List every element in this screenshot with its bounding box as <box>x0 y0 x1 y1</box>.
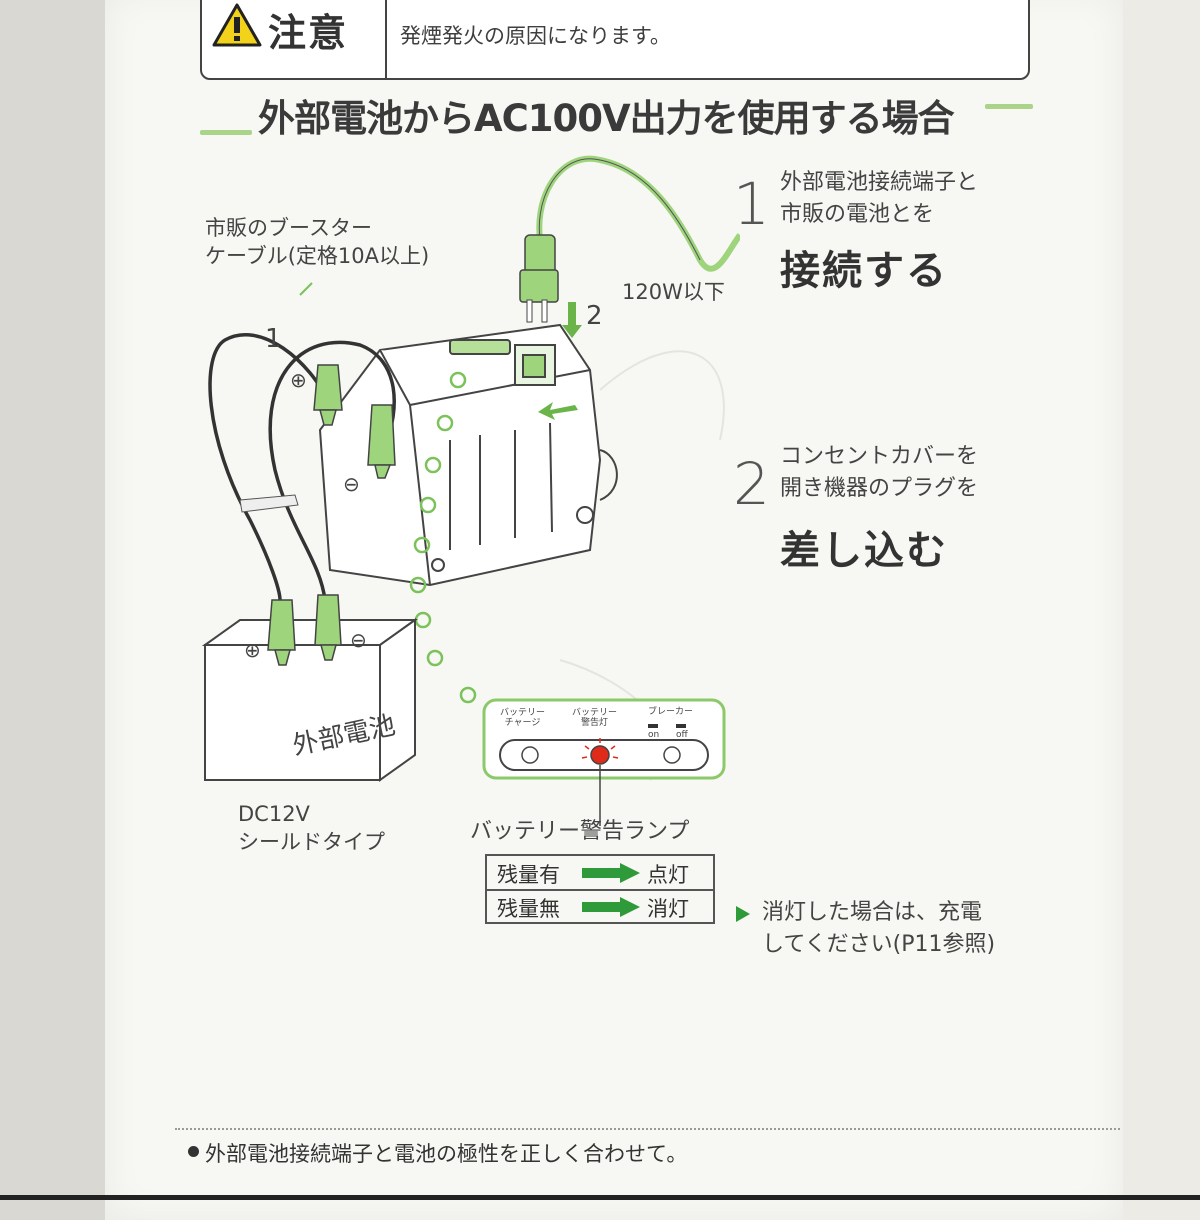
step-2-line2: 開き機器のプラグを <box>780 476 979 501</box>
status-state: 残量無 <box>497 897 560 921</box>
section-title: 外部電池からAC100V出力を使用する場合 <box>258 97 955 140</box>
triangle-bullet-icon <box>736 906 750 922</box>
plug-arrow <box>562 302 582 338</box>
status-result: 点灯 <box>647 863 689 887</box>
panel-off-label: off <box>676 730 688 740</box>
status-result: 消灯 <box>647 897 689 921</box>
cover-arrow <box>538 402 578 420</box>
step-2-line1: コンセントカバーを <box>780 444 979 469</box>
cable-step-number: 1 <box>265 324 282 354</box>
table-divider <box>487 889 713 891</box>
plug-step-number: 2 <box>586 301 603 331</box>
recharge-hint: 消灯した場合は、充電 してください(P11参照) <box>762 900 996 957</box>
step-1-number: 1 <box>733 170 770 238</box>
bullet-icon <box>188 1146 199 1157</box>
caution-heading: 注意 <box>268 11 349 55</box>
clamp-negative-bottom <box>314 594 342 661</box>
clamp-negative-top <box>367 404 396 479</box>
battery-type-label: DC12V シールドタイプ <box>238 802 385 854</box>
control-panel-callout <box>482 698 726 826</box>
warning-lamp-title: バッテリー警告ランプ <box>470 819 690 844</box>
adjacent-page <box>1123 0 1200 1220</box>
footer-note: 外部電池接続端子と電池の極性を正しく合わせて。 <box>205 1142 688 1166</box>
panel-on-label: on <box>648 730 660 740</box>
caution-divider <box>385 0 387 80</box>
clamp-positive-top <box>313 364 343 426</box>
caution-text: 発煙発火の原因になります。 <box>400 24 671 48</box>
status-state: 残量有 <box>497 863 560 887</box>
ac-plug <box>519 234 559 323</box>
cable-negative <box>268 340 396 601</box>
right-arrow-icon <box>582 863 640 883</box>
lamp-status-table: 残量有 点灯 残量無 消灯 <box>485 854 715 924</box>
lamp-status-row: 残量有 点灯 <box>487 856 713 889</box>
minus-mark-top: ⊖ <box>343 472 360 496</box>
desk-edge <box>0 1195 1200 1200</box>
plus-mark-bottom: ⊕ <box>244 638 261 662</box>
connection-illustration <box>201 155 740 782</box>
panel-breaker-label: ブレーカー <box>648 707 694 717</box>
wattage-limit-label: 120W以下 <box>622 280 725 304</box>
lamp-status-row: 残量無 消灯 <box>487 890 713 923</box>
caution-box <box>200 0 1030 80</box>
title-rule-right <box>985 104 1033 109</box>
step-2-number: 2 <box>733 450 770 518</box>
warning-lamp <box>590 745 610 765</box>
warning-icon <box>212 3 262 47</box>
right-arrow-icon <box>582 897 640 917</box>
step-1-action: 接続する <box>780 248 948 294</box>
external-battery <box>201 618 419 782</box>
title-rule-left <box>200 130 252 135</box>
ac-cord <box>536 155 740 272</box>
inverter-unit <box>318 323 618 587</box>
panel-battery-charge-label: バッテリー チャージ <box>500 708 546 728</box>
leader-dots <box>409 371 477 704</box>
plus-mark-top: ⊕ <box>290 368 307 392</box>
step-1-line1: 外部電池接続端子と <box>780 170 979 195</box>
step-1-line2: 市販の電池とを <box>780 202 935 227</box>
booster-cable-label: 市販のブースター ケーブル(定格10A以上) <box>205 216 430 268</box>
cable-positive <box>208 333 332 601</box>
step-2-action: 差し込む <box>780 528 948 574</box>
clamp-positive-bottom <box>267 599 296 666</box>
footer-divider <box>175 1128 1120 1131</box>
minus-mark-bottom: ⊖ <box>350 628 367 652</box>
panel-battery-warning-label: バッテリー 警告灯 <box>572 708 618 728</box>
